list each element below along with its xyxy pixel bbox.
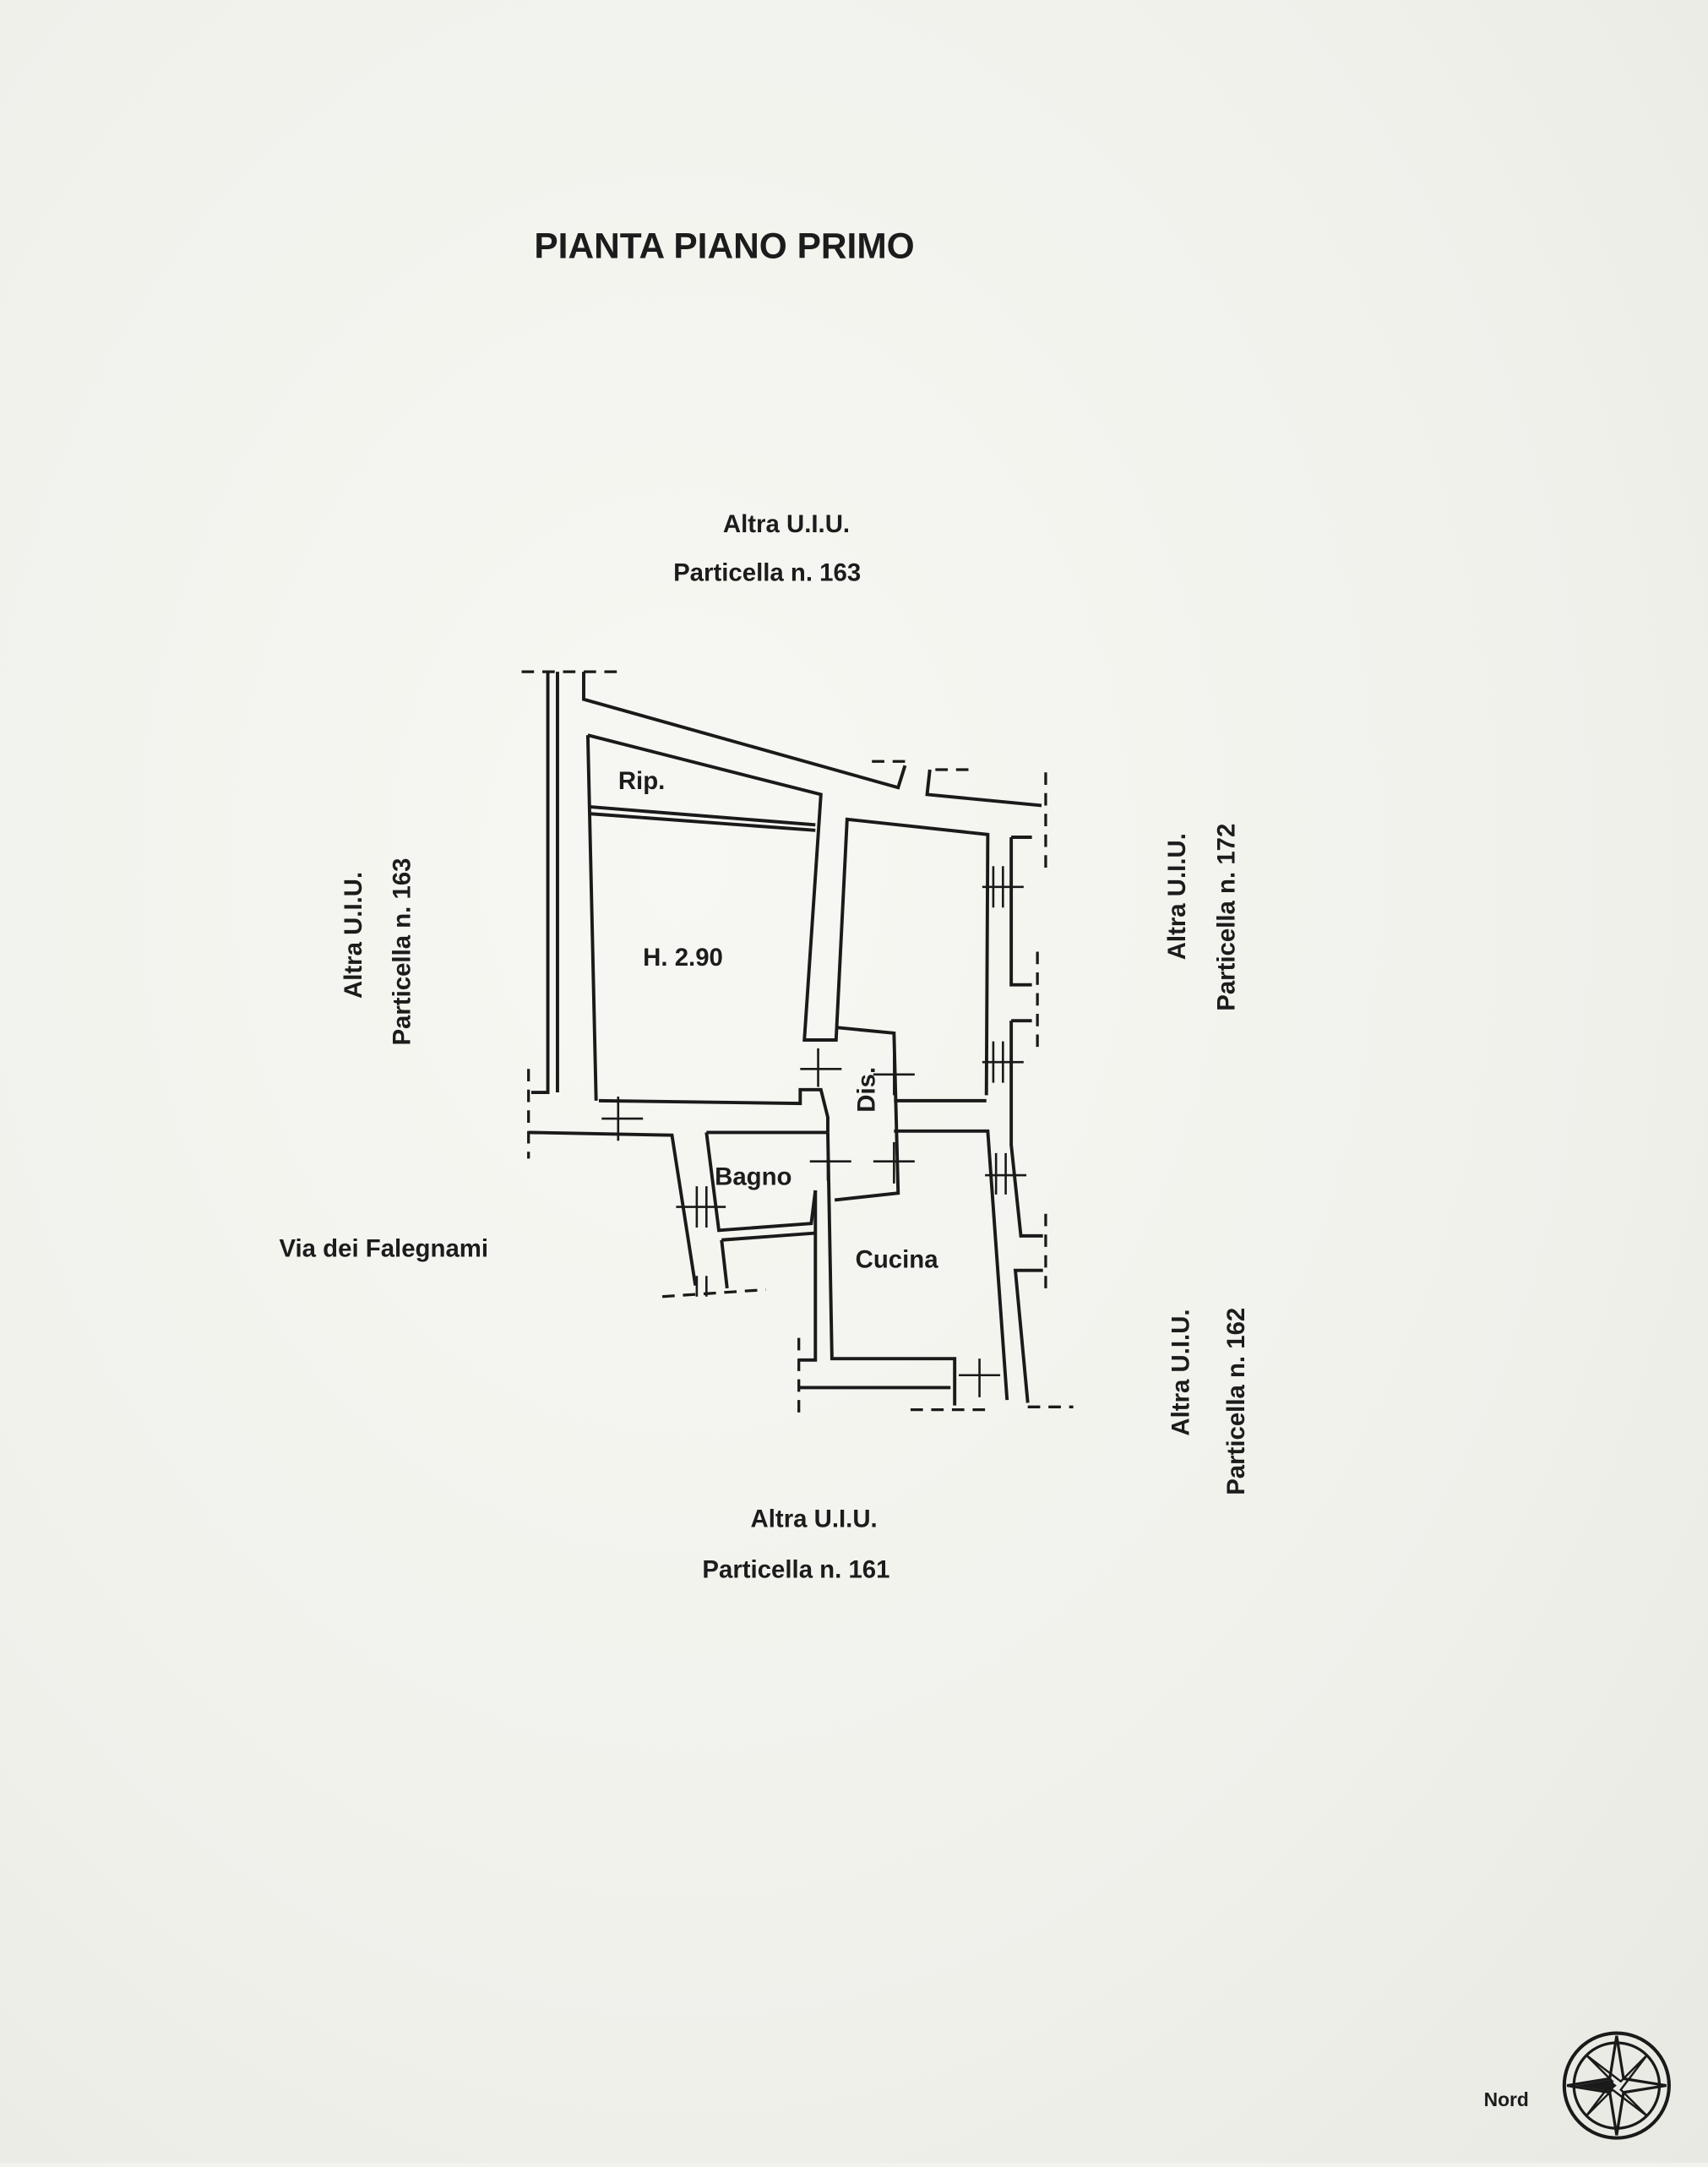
neighbor-right-upper-line1: Altra U.I.U. xyxy=(1163,833,1191,960)
room-label-kitchen: Cucina xyxy=(856,1245,939,1273)
street-label: Via dei Falegnami xyxy=(279,1234,488,1262)
neighbor-left-line1: Altra U.I.U. xyxy=(340,872,367,999)
compass-label: Nord xyxy=(1484,2088,1529,2110)
room-label-hall: Dis. xyxy=(852,1067,880,1113)
neighbor-right-upper-line2: Particella n. 172 xyxy=(1213,824,1241,1011)
neighbor-bottom-line2: Particella n. 161 xyxy=(702,1556,889,1584)
walls xyxy=(521,670,1074,1421)
neighbor-bottom-line1: Altra U.I.U. xyxy=(751,1505,878,1533)
neighbor-top-line1: Altra U.I.U. xyxy=(723,510,850,538)
plan-title: PIANTA PIANO PRIMO xyxy=(534,226,914,265)
neighbor-right-lower-line1: Altra U.I.U. xyxy=(1167,1309,1195,1435)
neighbor-left-line2: Particella n. 163 xyxy=(388,858,416,1045)
room-label-storage: Rip. xyxy=(618,767,665,795)
neighbor-top-line2: Particella n. 163 xyxy=(673,558,861,586)
neighbor-right-lower-line2: Particella n. 162 xyxy=(1222,1308,1250,1495)
room-height-label: H. 2.90 xyxy=(643,944,723,972)
room-label-bathroom: Bagno xyxy=(715,1162,791,1190)
compass-rose-icon xyxy=(1562,2031,1671,2140)
